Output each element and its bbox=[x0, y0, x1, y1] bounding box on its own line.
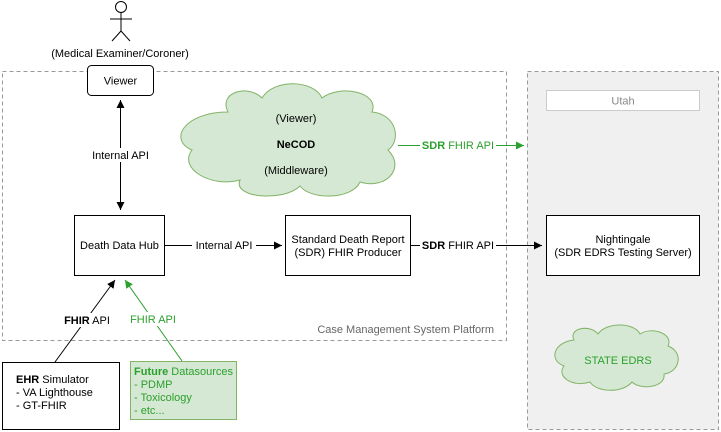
ehr-title: EHR Simulator bbox=[16, 374, 89, 386]
sdr-producer-box[interactable] bbox=[285, 215, 411, 276]
ehr-item: - GT-FHIR bbox=[16, 400, 67, 412]
edge-viewer-hub-label: Internal API bbox=[92, 150, 149, 162]
ehr-simulator-box[interactable] bbox=[2, 362, 120, 430]
necod-line1: (Viewer) bbox=[276, 113, 317, 125]
state-edrs-label: STATE EDRS bbox=[584, 355, 651, 367]
edge-necod-utah-label: SDR FHIR API bbox=[422, 140, 494, 152]
future-title: Future Datasources bbox=[134, 366, 234, 378]
necod-cloud bbox=[180, 83, 396, 197]
death-data-hub-box[interactable] bbox=[74, 215, 165, 276]
nightingale-box[interactable] bbox=[546, 215, 700, 276]
future-datasources-box[interactable] bbox=[130, 361, 237, 420]
edge-producer-nightingale-label: SDR FHIR API bbox=[422, 240, 494, 252]
edge-future-hub-label: FHIR API bbox=[130, 314, 176, 326]
future-item: - etc... bbox=[134, 405, 165, 417]
nightingale-line2: (SDR EDRS Testing Server) bbox=[554, 247, 691, 259]
viewer-box[interactable] bbox=[87, 65, 154, 96]
edge-hub-producer-label: Internal API bbox=[196, 240, 253, 252]
future-item: - PDMP bbox=[134, 379, 173, 391]
viewer-label: Viewer bbox=[104, 76, 138, 88]
platform-container bbox=[2, 71, 507, 341]
actor-label: (Medical Examiner/Coroner) bbox=[51, 48, 189, 60]
platform-label: Case Management System Platform bbox=[317, 324, 494, 336]
future-item: - Toxicology bbox=[134, 392, 192, 404]
death-data-hub-label: Death Data Hub bbox=[80, 240, 159, 252]
actor-icon bbox=[110, 1, 132, 42]
nightingale-line1: Nightingale bbox=[595, 234, 650, 246]
edge-ehr-hub-label: FHIR API bbox=[64, 315, 110, 327]
utah-label: Utah bbox=[611, 96, 634, 108]
sdr-producer-line1: Standard Death Report bbox=[291, 234, 404, 246]
state-edrs-cloud bbox=[554, 324, 679, 391]
ehr-item: - VA Lighthouse bbox=[16, 387, 93, 399]
sdr-producer-line2: (SDR) FHIR Producer bbox=[295, 247, 402, 259]
necod-line2: NeCOD bbox=[277, 139, 316, 151]
utah-label-box bbox=[546, 90, 700, 111]
necod-line3: (Middleware) bbox=[264, 165, 328, 177]
